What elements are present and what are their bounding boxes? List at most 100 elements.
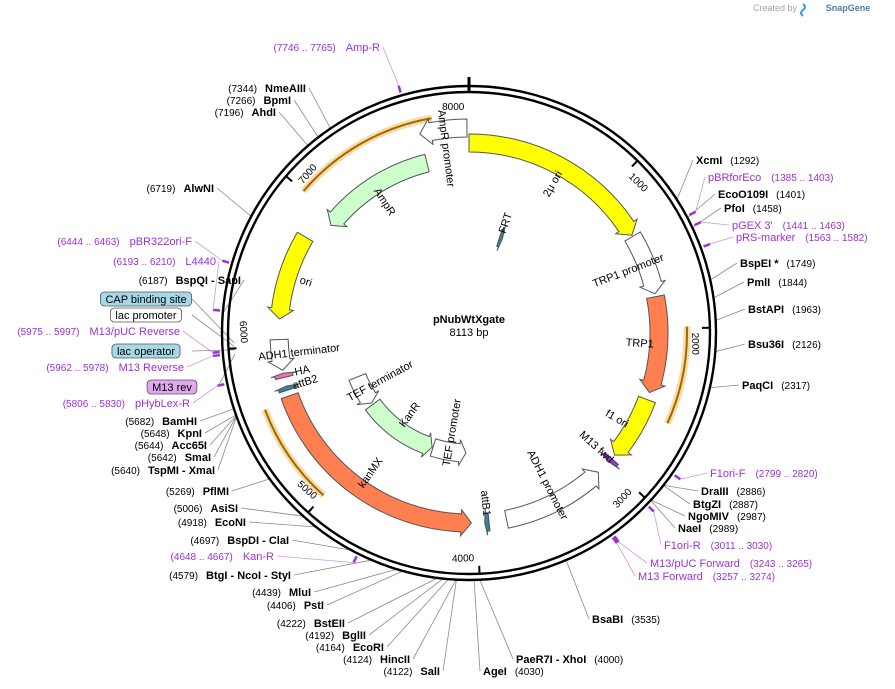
brand-name: SnapGene <box>826 3 871 13</box>
enzyme-name[interactable]: PflMI <box>203 486 229 498</box>
enzyme-name[interactable]: NmeAIII <box>265 83 306 95</box>
enzyme-position: (5269) <box>166 487 195 498</box>
enzyme-name[interactable]: AlwNI <box>183 183 214 195</box>
enzyme-name[interactable]: SalI <box>420 666 440 678</box>
primer-mark <box>212 353 221 358</box>
enzyme-name[interactable]: BglII <box>342 630 366 642</box>
primer-name[interactable]: M13/pUC Forward <box>650 558 740 570</box>
enzyme-name[interactable]: SmaI <box>185 452 211 464</box>
enzyme-name[interactable]: HincII <box>380 654 410 666</box>
tick-mark <box>631 160 639 168</box>
feature-trp1[interactable] <box>638 294 669 394</box>
enzyme-name[interactable]: BspDI - ClaI <box>227 535 289 547</box>
boxed-label-cap-binding-site[interactable] <box>100 291 192 307</box>
feature-ori[interactable] <box>266 231 314 320</box>
feature-ha[interactable] <box>270 371 297 381</box>
enzyme-name[interactable]: PfoI <box>724 203 745 215</box>
boxed-label-m13-rev[interactable] <box>146 379 198 395</box>
feature-label-ampr: AmpR <box>371 186 398 218</box>
primer-name[interactable]: M13/pUC Reverse <box>90 326 180 338</box>
feature-2-ori[interactable] <box>468 133 639 236</box>
primer-coords: (6444 .. 6463) <box>57 237 119 248</box>
primer-name[interactable]: Amp-R <box>346 42 380 54</box>
enzyme-name[interactable]: PaeR7I - XhoI <box>516 654 586 666</box>
enzyme-name[interactable]: BspQI - SapI <box>176 275 241 287</box>
enzyme-name[interactable]: BstAPI <box>748 304 784 316</box>
enzyme-leader <box>347 577 438 624</box>
enzyme-name[interactable]: MluI <box>289 587 311 599</box>
enzyme-name[interactable]: AgeI <box>483 666 507 678</box>
enzyme-position: (2886) <box>737 487 766 498</box>
enzyme-leader <box>293 99 319 138</box>
boxed-label-text: M13 rev <box>152 382 192 394</box>
enzyme-name[interactable]: BsaBI <box>592 614 623 626</box>
enzyme-position: (1963) <box>792 305 821 316</box>
feature-ampr[interactable] <box>326 153 430 228</box>
enzyme-name[interactable]: EcoNI <box>215 517 246 529</box>
primer-name[interactable]: M13 Reverse <box>119 362 184 374</box>
feature-trp1-promoter[interactable] <box>624 231 667 295</box>
primer-mark <box>611 536 618 544</box>
enzyme-name[interactable]: Bsu36I <box>748 339 784 351</box>
plasmid-name: pNubWtXgate <box>433 314 505 326</box>
primer-name[interactable]: M13 Forward <box>638 571 703 583</box>
feature-adh1-terminator[interactable] <box>266 338 296 371</box>
feature-f1-ori[interactable] <box>609 395 657 456</box>
enzyme-name[interactable]: PmlI <box>747 277 770 289</box>
boxed-label-lac-operator[interactable] <box>111 343 181 359</box>
enzyme-position: (2887) <box>729 500 758 511</box>
primer-name[interactable]: L4440 <box>185 256 216 268</box>
enzyme-name[interactable]: NgoMIV <box>688 511 730 523</box>
primer-mark <box>613 535 620 543</box>
enzyme-name[interactable]: XcmI <box>696 155 722 167</box>
enzyme-leader <box>709 384 740 389</box>
primer-name[interactable]: pHybLex-R <box>135 398 190 410</box>
primer-leader <box>700 221 730 226</box>
feature-kanr[interactable] <box>364 398 433 458</box>
enzyme-name[interactable]: DraIII <box>701 486 729 498</box>
enzyme-leader <box>479 579 514 660</box>
enzyme-name[interactable]: BpmI <box>264 95 292 107</box>
enzyme-name[interactable]: PaqCI <box>742 380 773 392</box>
enzyme-leader <box>222 279 245 314</box>
enzyme-name[interactable]: TspMI - XmaI <box>148 465 215 477</box>
primer-coords: (6193 .. 6210) <box>113 257 175 268</box>
primer-name[interactable]: pGEX 3' <box>732 220 773 232</box>
primer-name[interactable]: pBRforEco <box>708 172 761 184</box>
feature-tef-terminator[interactable] <box>348 373 380 406</box>
feature-adh1-promoter[interactable] <box>504 468 600 529</box>
feature-kanmx[interactable] <box>280 392 473 538</box>
primer-name[interactable]: pRS-marker <box>736 232 796 244</box>
feature-ampr-promoter[interactable] <box>419 117 468 146</box>
enzyme-name[interactable]: PstI <box>304 600 324 612</box>
boxed-label-lac-promoter[interactable] <box>110 307 182 323</box>
primer-name[interactable]: pBR322ori-F <box>130 236 193 248</box>
primer-coords: (1441 .. 1463) <box>783 221 845 232</box>
primer-name[interactable]: F1ori-R <box>664 540 701 552</box>
enzyme-position: (1401) <box>776 190 805 201</box>
enzyme-name[interactable]: BtgZI <box>693 499 721 511</box>
feature-frt[interactable] <box>496 225 506 251</box>
enzyme-name[interactable]: BamHI <box>162 416 197 428</box>
enzyme-name[interactable]: EcoRI <box>353 642 384 654</box>
feature-attb1[interactable] <box>484 509 491 536</box>
enzyme-leader <box>710 262 738 281</box>
feature-tef-promoter[interactable] <box>429 438 467 466</box>
feature-attb2[interactable] <box>274 383 300 394</box>
enzyme-leader <box>308 87 331 129</box>
enzyme-name[interactable]: AsiSI <box>210 503 238 515</box>
enzyme-name[interactable]: AhdI <box>252 107 276 119</box>
primer-mark <box>688 210 697 217</box>
primer-name[interactable]: Kan-R <box>243 551 274 563</box>
enzyme-name[interactable]: NaeI <box>678 523 701 535</box>
primer-name[interactable]: F1ori-F <box>710 468 746 480</box>
enzyme-name[interactable]: KpnI <box>178 428 202 440</box>
feature-m13-fwd[interactable] <box>599 451 620 470</box>
enzyme-name[interactable]: Acc65I <box>172 440 207 452</box>
enzyme-name[interactable]: BspEI * <box>740 258 779 270</box>
enzyme-name[interactable]: BtgI - NcoI - StyI <box>206 570 291 582</box>
enzyme-name[interactable]: EcoO109I <box>718 189 768 201</box>
enzyme-position: (4122) <box>384 667 413 678</box>
orf-layer <box>261 114 691 498</box>
enzyme-name[interactable]: BstEII <box>314 618 345 630</box>
